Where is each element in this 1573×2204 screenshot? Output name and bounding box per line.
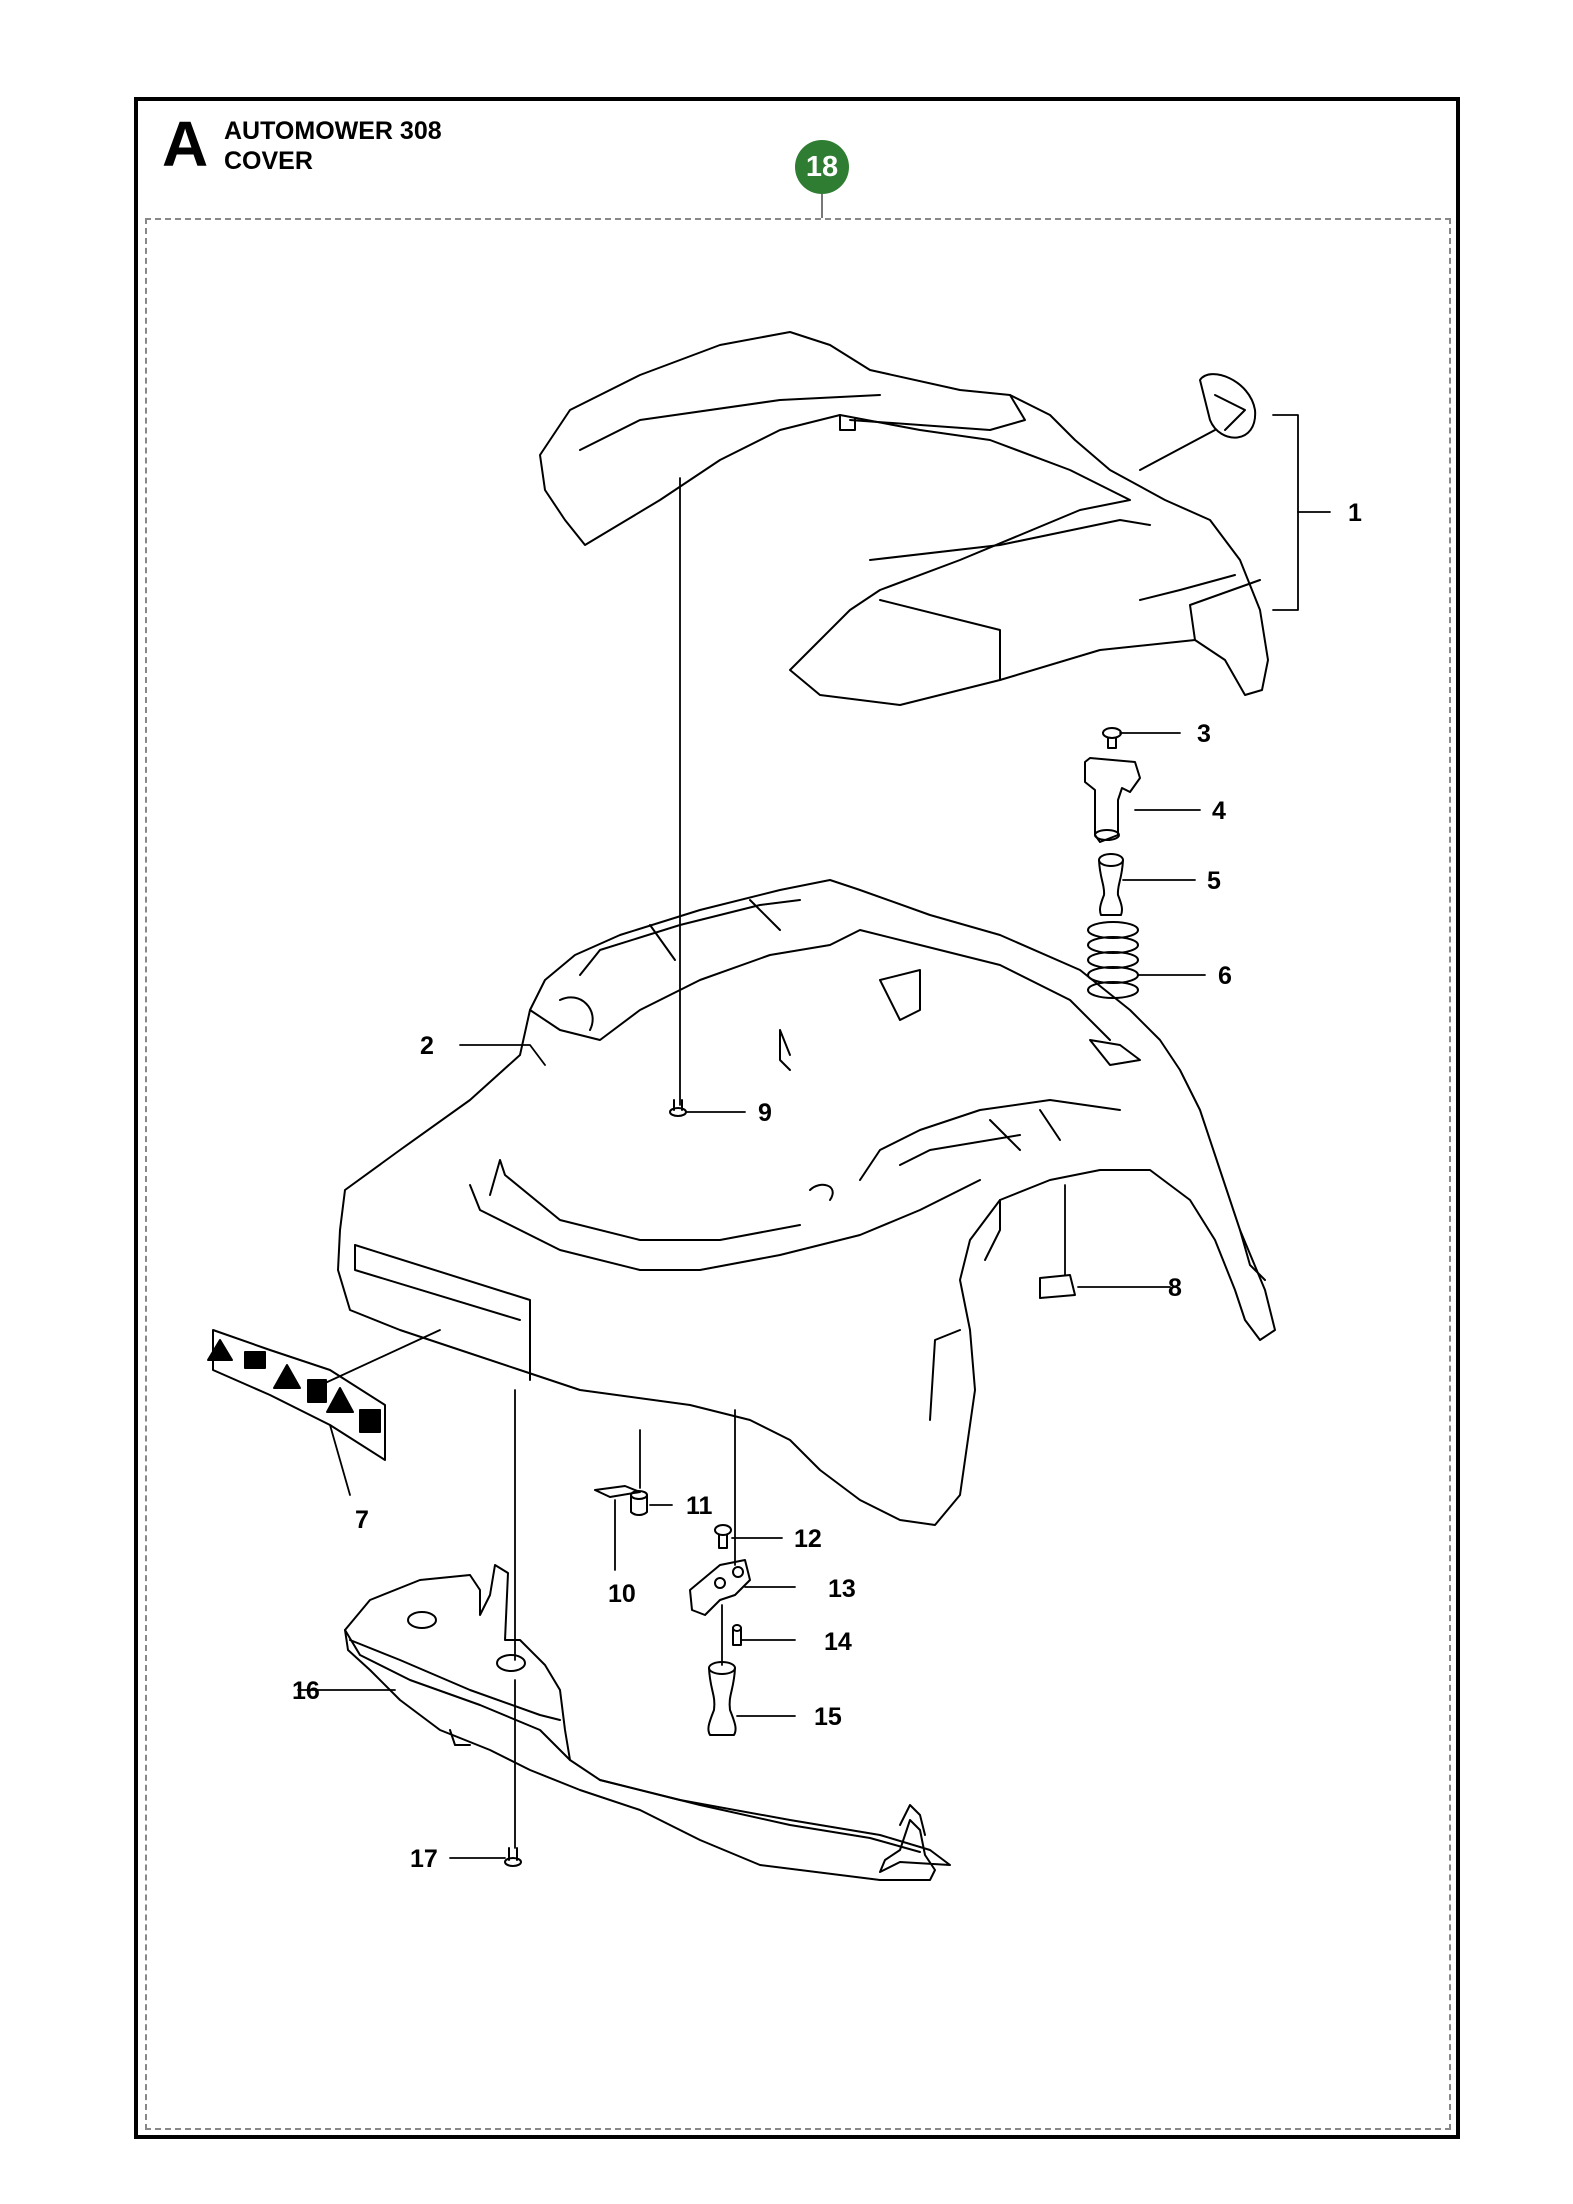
label-part-8[interactable] (1039, 1274, 1076, 1299)
callout-5: 5 (1207, 867, 1221, 895)
callout-15: 15 (814, 1703, 842, 1731)
holder-part-4[interactable] (1084, 757, 1141, 843)
callout-16: 16 (292, 1677, 320, 1705)
screw-part-9[interactable] (669, 1099, 687, 1117)
bracket-part-13[interactable] (689, 1559, 751, 1616)
callout-9: 9 (758, 1099, 772, 1127)
page-frame (134, 97, 1460, 2139)
callout-8: 8 (1168, 1274, 1182, 1302)
body-chassis-part[interactable] (337, 879, 1276, 1526)
callout-7: 7 (355, 1506, 369, 1534)
damper-part-5[interactable] (1098, 853, 1124, 916)
badge-connector (821, 194, 823, 218)
screw-part-3[interactable] (1102, 727, 1122, 749)
callout-6: 6 (1218, 962, 1232, 990)
model-name: AUTOMOWER 308 (224, 117, 442, 145)
diagram-area (145, 218, 1451, 2130)
callout-12: 12 (794, 1525, 822, 1553)
warning-decal-part-7[interactable] (207, 1329, 386, 1461)
screw-part-17[interactable] (504, 1847, 522, 1867)
callout-2: 2 (420, 1032, 434, 1060)
callout-4: 4 (1212, 797, 1226, 825)
callout-17: 17 (410, 1845, 438, 1873)
front-bumper-part-16[interactable] (344, 1564, 951, 1881)
leader-lines (297, 414, 1331, 1859)
pin-part-14[interactable] (732, 1624, 742, 1646)
screw-part-12[interactable] (714, 1524, 732, 1549)
section-title: AUTOMOWER 308 COVER (224, 116, 442, 176)
callout-11: 11 (686, 1492, 713, 1520)
spring-part-6[interactable] (1087, 921, 1139, 999)
callout-3: 3 (1197, 720, 1211, 748)
callout-13: 13 (828, 1575, 856, 1603)
section-letter: A (162, 108, 209, 180)
callout-1: 1 (1348, 499, 1362, 527)
damper-part-15[interactable] (707, 1661, 737, 1736)
callout-10: 10 (608, 1580, 636, 1608)
page-badge[interactable]: 18 (795, 140, 849, 194)
plug-part-11[interactable] (630, 1490, 648, 1516)
section-name: COVER (224, 147, 313, 175)
top-cover-part[interactable] (539, 331, 1269, 706)
callout-14: 14 (824, 1628, 852, 1656)
